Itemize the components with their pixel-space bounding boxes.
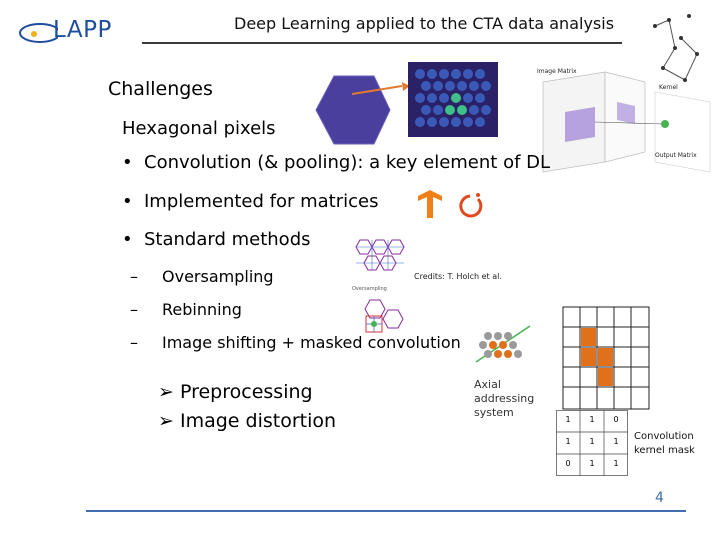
method-text: Oversampling <box>162 267 274 286</box>
approach-item: ➢ Preprocessing <box>158 381 313 403</box>
oversampling-hex-grid-image <box>355 239 405 271</box>
method-item: – Oversampling <box>130 267 274 286</box>
output-matrix-label: Output Matrix <box>655 152 697 159</box>
network-graph-image <box>653 14 699 82</box>
bullet-text: Implemented for matrices <box>144 191 379 212</box>
mask-cell: 1 <box>565 415 571 424</box>
kernel-mask-table: 1 1 0 1 1 1 0 1 1 <box>556 410 628 476</box>
bullet-dot: • <box>122 229 133 250</box>
page-number: 4 <box>655 490 664 506</box>
bullet-text: Convolution (& pooling): a key element o… <box>144 152 551 173</box>
mask-cell: 1 <box>613 437 619 446</box>
slide-title: Deep Learning applied to the CTA data an… <box>234 14 615 33</box>
logo-text: LAPP <box>53 17 112 43</box>
resampled-image <box>408 62 498 137</box>
image-matrix-label: Image Matrix <box>537 68 577 75</box>
method-text: Image shifting + masked convolution <box>162 333 461 352</box>
masked-grid-image <box>562 306 650 410</box>
mask-cell: 0 <box>613 415 619 424</box>
dash-marker: – <box>130 333 138 352</box>
bullet-item: • Standard methods <box>122 229 311 250</box>
approach-text: Preprocessing <box>179 381 313 403</box>
footer-divider <box>86 510 686 512</box>
kernel-label: Kernel <box>659 84 678 91</box>
kernel-mask-grid <box>556 410 628 476</box>
mask-cell: 0 <box>565 459 571 468</box>
arrow-bullet-icon: ➢ <box>158 410 180 432</box>
axial-hex-cluster-image <box>475 325 531 363</box>
hexagonal-camera-image <box>315 75 391 145</box>
method-item: – Image shifting + masked convolution <box>130 333 461 352</box>
subheading: Hexagonal pixels <box>122 118 276 139</box>
arrow-icon <box>351 82 410 95</box>
lapp-logo <box>18 16 108 50</box>
convolution-diagram: Image Matrix Kernel Output Matrix <box>535 62 715 182</box>
approach-text: Image distortion <box>179 410 337 432</box>
convolution-grid-image <box>542 71 711 173</box>
bullet-item: • Convolution (& pooling): a key element … <box>122 152 550 173</box>
method-text: Rebinning <box>162 300 242 319</box>
dash-marker: – <box>130 300 138 319</box>
dash-marker: – <box>130 267 138 286</box>
bullet-dot: • <box>122 152 133 173</box>
pytorch-icon <box>459 193 483 218</box>
title-divider <box>142 42 622 44</box>
bullet-dot: • <box>122 191 133 212</box>
rebinning-hex-image <box>364 299 404 333</box>
arrow-bullet-icon: ➢ <box>158 381 180 403</box>
mask-cell: 1 <box>565 437 571 446</box>
bullet-item: • Implemented for matrices <box>122 191 378 212</box>
lapp-logo-swoosh <box>19 23 58 43</box>
approach-item: ➢ Image distortion <box>158 410 336 432</box>
mask-cell: 1 <box>613 459 619 468</box>
kernel-mask-label: Convolution kernel mask <box>634 431 695 456</box>
method-item: – Rebinning <box>130 300 242 319</box>
mask-cell: 1 <box>589 415 595 424</box>
mask-cell: 1 <box>589 459 595 468</box>
bullet-text: Standard methods <box>144 229 311 250</box>
mask-cell: 1 <box>589 437 595 446</box>
section-heading: Challenges <box>108 78 213 100</box>
axial-label: Axial addressing system <box>474 378 535 419</box>
oversampling-caption: Oversampling <box>352 286 387 292</box>
tensorflow-icon <box>418 190 442 218</box>
credits-text: Credits: T. Holch et al. <box>414 272 502 281</box>
